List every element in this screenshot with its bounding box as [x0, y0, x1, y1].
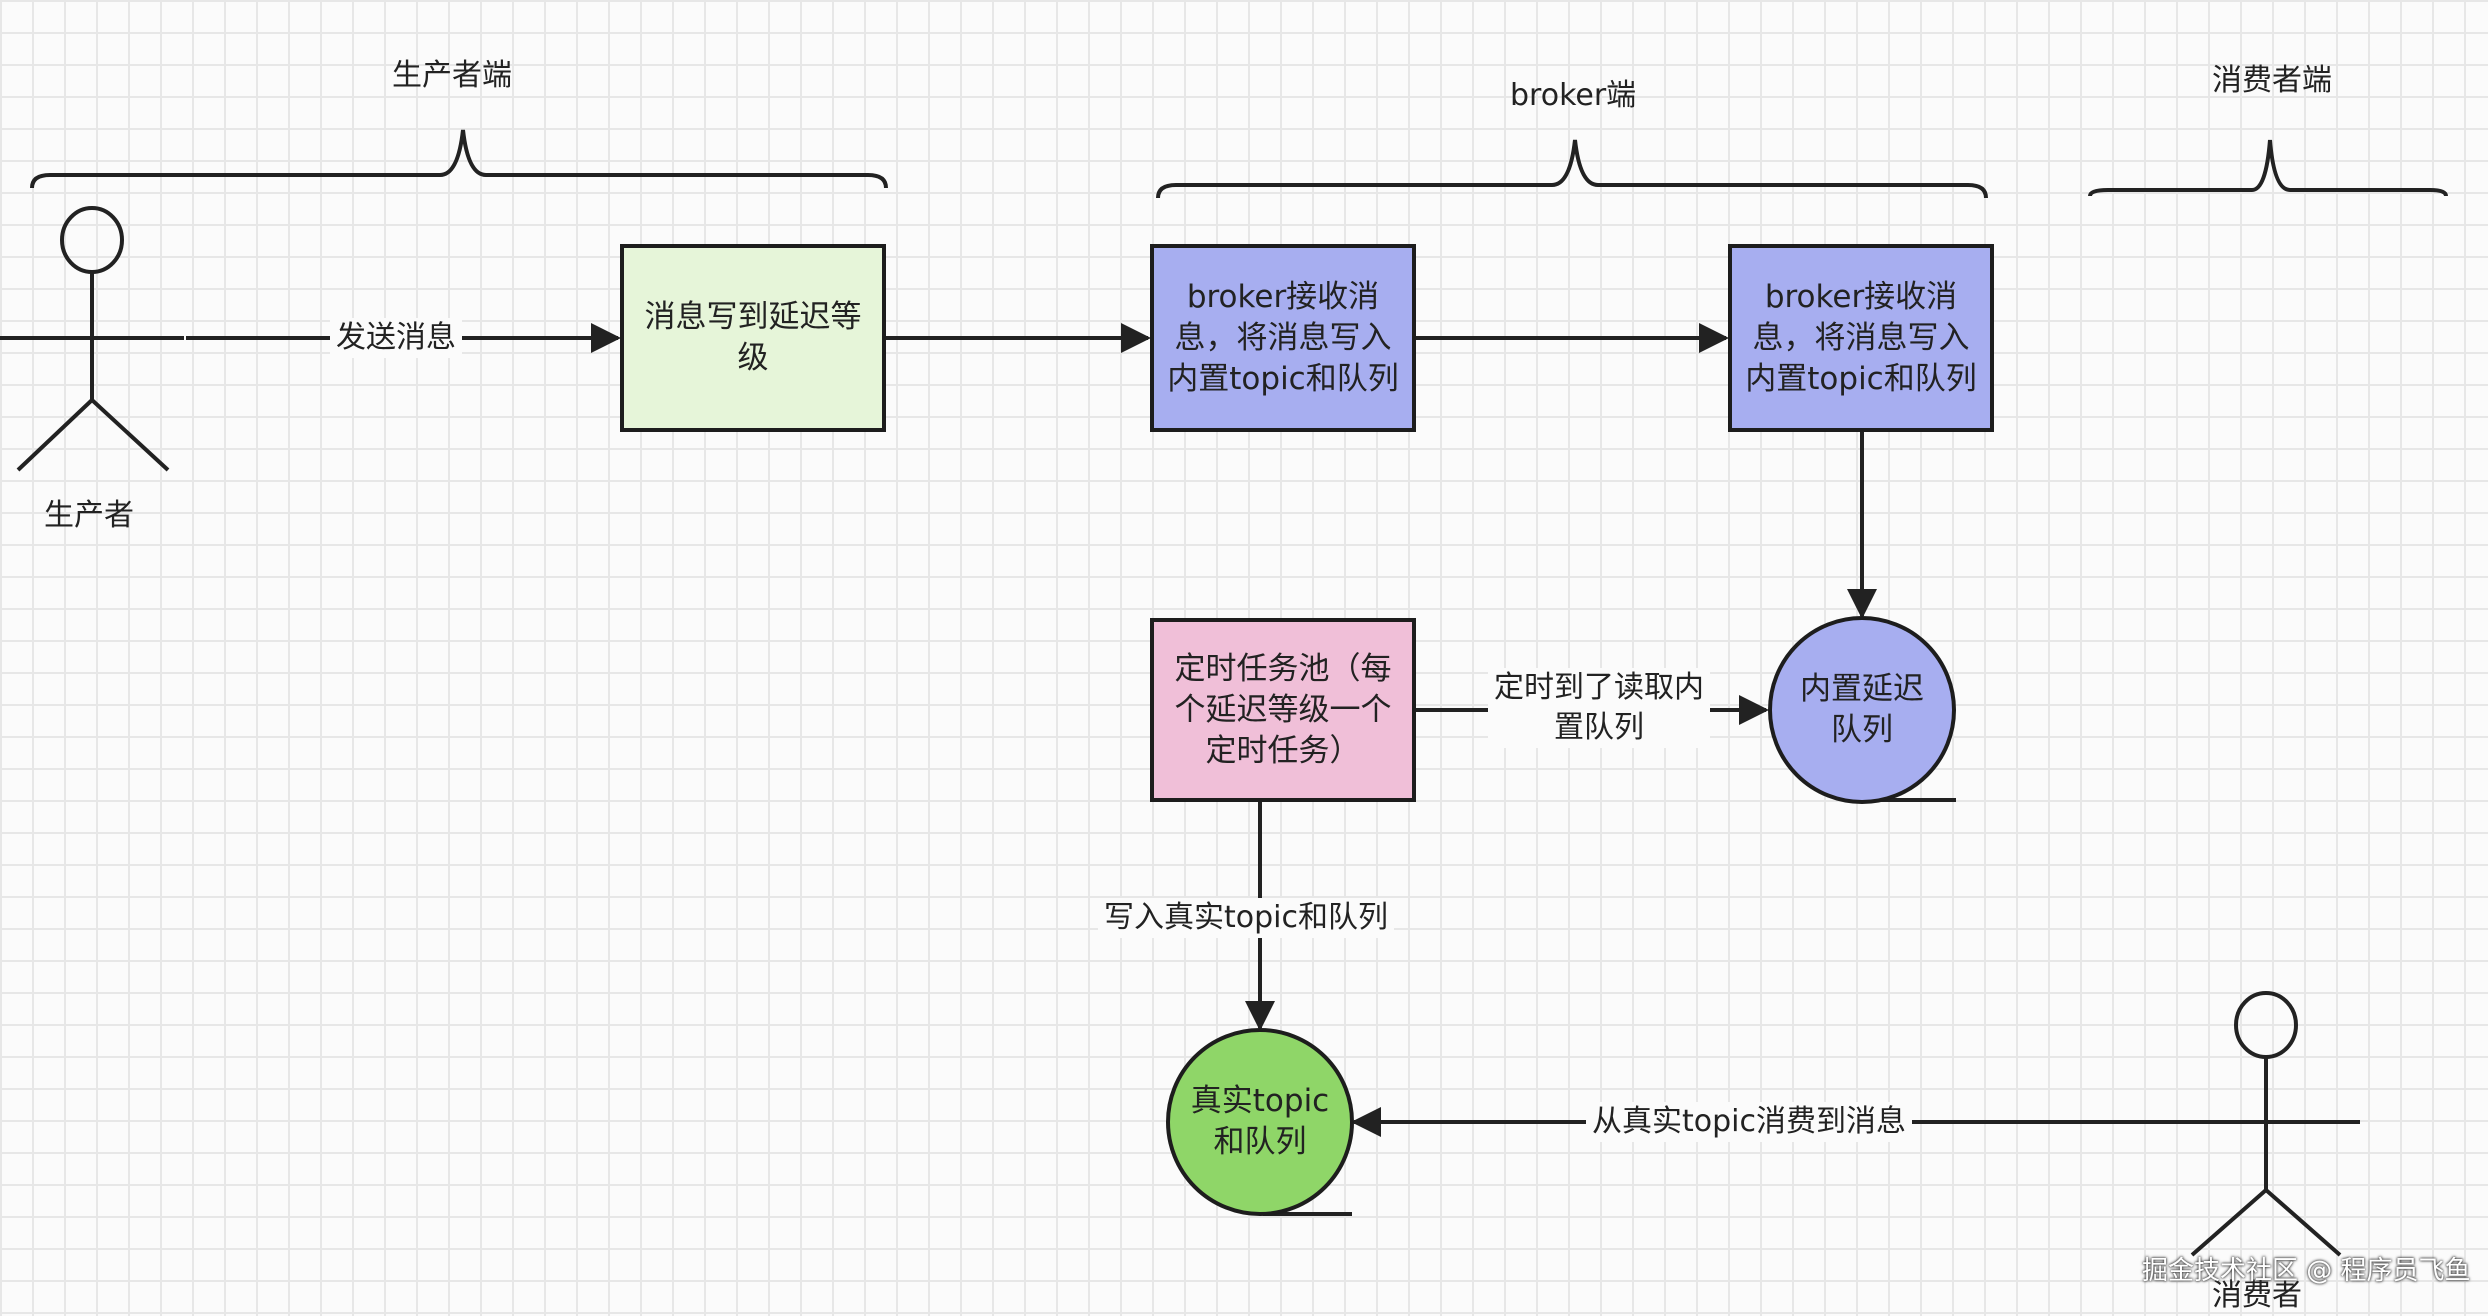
broker-side-brace [1156, 139, 1988, 199]
node-timer-task-pool-text: 定时任务池（每个延迟等级一个定时任务） [1174, 650, 1392, 769]
node-builtin-delay-queue-text: 内置延迟队列 [1800, 671, 1924, 748]
watermark: 掘金技术社区 @ 程序员飞鱼 [2142, 1256, 2471, 1286]
node-real-topic-queue[interactable]: 真实topic和队列 [1166, 1028, 1354, 1216]
producer-side-brace [30, 129, 888, 189]
node-real-topic-queue-text: 真实topic和队列 [1190, 1083, 1330, 1160]
edge-label-send-message: 发送消息 [330, 318, 462, 358]
broker-side-label: broker端 [1510, 78, 1637, 113]
consumer-side-brace [2088, 139, 2448, 197]
edge-label-consume-real-topic: 从真实topic消费到消息 [1586, 1102, 1912, 1142]
producer-label: 生产者 [44, 498, 134, 533]
node-broker-receive-2-text: broker接收消息，将消息写入内置topic和队列 [1745, 278, 1977, 397]
node-timer-task-pool[interactable]: 定时任务池（每个延迟等级一个定时任务） [1150, 618, 1416, 802]
node-write-delay-level-text: 消息写到延迟等级 [644, 299, 862, 376]
node-write-delay-level[interactable]: 消息写到延迟等级 [620, 244, 886, 432]
node-broker-receive-1-text: broker接收消息，将消息写入内置topic和队列 [1167, 278, 1399, 397]
node-broker-receive-2[interactable]: broker接收消息，将消息写入内置topic和队列 [1728, 244, 1994, 432]
producer-side-label: 生产者端 [392, 58, 512, 93]
edge-label-timer-read-queue: 定时到了读取内置队列 [1488, 668, 1710, 748]
consumer-label: 消费者 [2212, 1278, 2302, 1313]
node-broker-receive-1[interactable]: broker接收消息，将消息写入内置topic和队列 [1150, 244, 1416, 432]
edge-label-write-real-topic: 写入真实topic和队列 [1098, 898, 1394, 938]
producer-stick-figure [0, 206, 184, 472]
consumer-side-label: 消费者端 [2212, 63, 2332, 98]
node-builtin-delay-queue[interactable]: 内置延迟队列 [1768, 616, 1956, 804]
